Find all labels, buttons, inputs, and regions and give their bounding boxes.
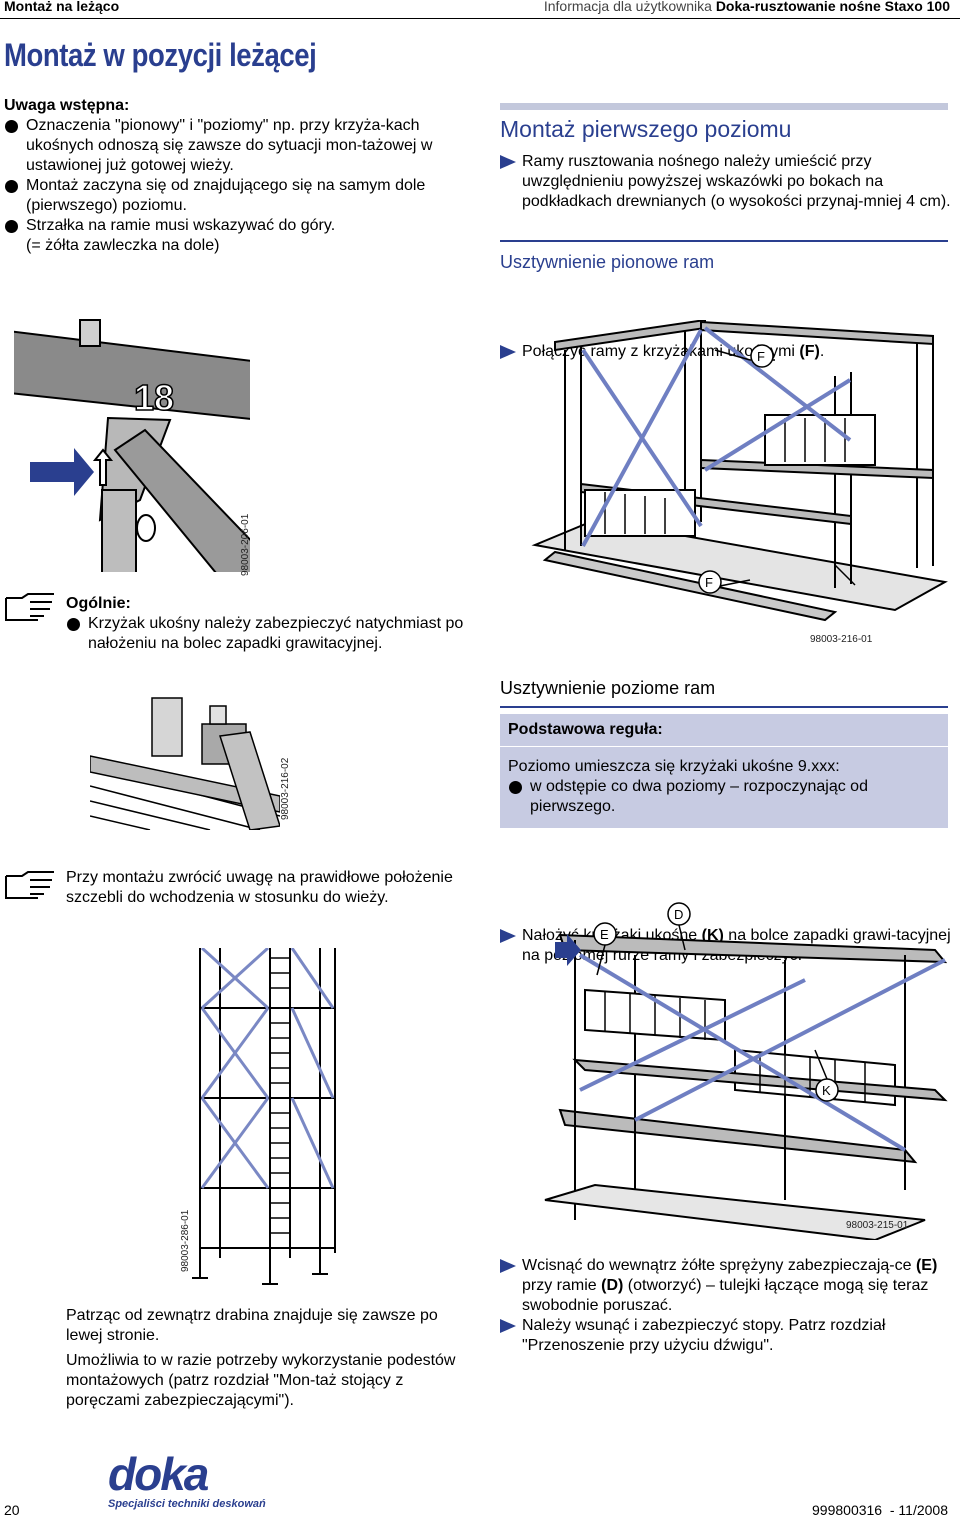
fig4-label-bottom: F — [705, 575, 713, 590]
step-1: Ramy rusztowania nośnego należy umieścić… — [500, 152, 960, 212]
general-note: Ogólnie: Krzyżak ukośny należy zabezpiec… — [66, 594, 466, 654]
pin-detail-figure — [90, 696, 280, 830]
preface-item: Montaż zaczyna się od znajdującego się n… — [4, 176, 464, 216]
step-4: Należy wsunąć i zabezpieczyć stopy. Patr… — [500, 1316, 948, 1356]
horizontal-heading: Usztywnienie poziome ram — [500, 678, 716, 698]
doc-number: 999800316 - 11/2008 — [812, 1502, 948, 1518]
header-rule — [0, 18, 960, 19]
outside-note-2: Umożliwia to w razie potrzeby wykorzysta… — [66, 1352, 456, 1409]
figure-code: 98003-216-02 — [280, 757, 291, 820]
figure-code: 98003-215-01 — [846, 1220, 909, 1231]
outside-note-1: Patrząc od zewnątrz drabina znajduje się… — [66, 1307, 438, 1344]
figure-code: 98003-216-01 — [810, 634, 873, 645]
logo-tagline: Specjaliści techniki deskowań — [108, 1498, 266, 1510]
header-section: Montaż na leżąco — [4, 0, 120, 14]
ladder-note: Przy montażu zwrócić uwagę na prawidłowe… — [66, 869, 453, 906]
preface-heading: Uwaga wstępna: — [4, 97, 130, 114]
step-3: Wcisnąć do wewnątrz żółte sprężyny zabez… — [500, 1256, 948, 1316]
section-rule — [500, 706, 948, 708]
svg-text:18: 18 — [134, 377, 174, 418]
fig5-label-e: E — [600, 927, 609, 942]
fig5-label-k: K — [822, 1083, 831, 1098]
rule-box-item: w odstępie co dwa poziomy – rozpoczynają… — [508, 777, 940, 817]
rule-box-heading: Podstawowa reguła: — [500, 714, 948, 747]
pointing-hand-icon — [4, 590, 58, 624]
tower-ladder-figure — [190, 948, 350, 1288]
doka-logo: doka Specjaliści techniki deskowań — [108, 1448, 266, 1510]
pointing-hand-icon — [4, 868, 58, 902]
steps-3-4: Wcisnąć do wewnątrz żółte sprężyny zabez… — [500, 1256, 948, 1356]
general-heading: Ogólnie: — [66, 595, 131, 612]
preface-item: Oznaczenia "pionowy" i "poziomy" np. prz… — [4, 116, 464, 176]
page-number: 20 — [4, 1502, 20, 1518]
figure-code: 98003-286-01 — [180, 1209, 191, 1272]
fig5-label-d: D — [674, 907, 683, 922]
logo-text: doka — [108, 1448, 209, 1500]
figure-code: 98003-206-01 — [240, 513, 251, 576]
header-info: Informacja dla użytkownika Doka-rusztowa… — [543, 0, 950, 14]
page-title: Montaż w pozycji leżącej — [4, 37, 317, 73]
preface-note: (= żółta zawleczka na dole) — [26, 237, 220, 254]
vertical-heading: Usztywnienie pionowe ram — [500, 252, 715, 272]
vertical-brace-figure: F F — [505, 320, 955, 650]
rule-box-line: Poziomo umieszcza się krzyżaki ukośne 9.… — [508, 758, 840, 775]
section-rule — [500, 240, 948, 242]
preface-item: Strzałka na ramie musi wskazywać do góry… — [4, 216, 464, 236]
frame-arrow-figure: 18 — [0, 300, 260, 580]
fig4-label-top: F — [757, 349, 765, 364]
horizontal-brace-figure: E D K — [505, 900, 955, 1240]
general-item: Krzyżak ukośny należy zabezpieczyć natyc… — [66, 614, 466, 654]
basic-rule-box: Podstawowa reguła: Poziomo umieszcza się… — [500, 714, 948, 828]
section-heading: Montaż pierwszego poziomu — [500, 116, 792, 142]
outside-note: Patrząc od zewnątrz drabina znajduje się… — [66, 1306, 466, 1411]
section-bar — [500, 103, 948, 110]
preface: Uwaga wstępna: Oznaczenia "pionowy" i "p… — [4, 96, 464, 256]
